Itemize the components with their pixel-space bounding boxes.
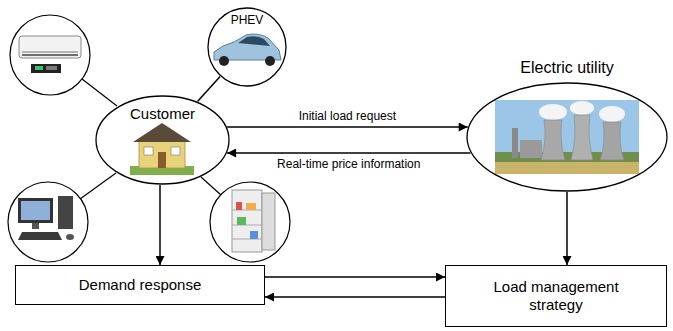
steam-plume [599,106,625,122]
car-window [238,36,270,46]
ac-unit [19,36,81,58]
house-picture [130,123,194,175]
car-wheel [265,56,275,66]
node-label: PHEV [207,13,287,27]
node-label: Load management strategy [481,278,631,314]
fridge-food [246,203,256,210]
connector-arrow [159,185,161,265]
utility-ellipse: Electric utility [466,58,668,192]
connector-arrow [198,77,221,102]
power-plant-picture [495,100,639,174]
connector-arrow [265,296,445,298]
ellipse-outline [467,83,667,191]
steam-plume [570,101,594,115]
house-window [171,147,180,155]
cooling-tower [571,115,593,160]
link-line [201,177,221,195]
customer-ellipse: Customer [95,95,230,185]
house-wall [139,140,185,168]
link-line [80,173,116,199]
ellipse-outline [466,58,668,192]
ac-display [46,66,57,70]
appliance-circle [10,15,90,95]
process-box: Load management strategy [445,265,667,327]
appliance-circle [210,182,290,262]
air-conditioner-icon [10,15,90,95]
node-label: Customer [95,105,230,123]
chimney [512,128,518,158]
connector-arrow [265,276,445,278]
phev-circle: PHEV [207,7,287,87]
computer-icon [8,182,88,262]
fridge-food [236,202,242,210]
house-window [144,147,153,155]
field [495,162,639,174]
node-label: Electric utility [466,58,668,77]
monitor-screen [21,201,50,220]
connector-arrow [227,152,470,154]
fridge-door [262,193,275,250]
edge-label: Real-time price information [274,157,423,171]
connector-arrow [566,192,568,265]
computer-tower [58,196,73,229]
process-box: Demand response [15,265,265,305]
car-picture [214,34,281,66]
ac-display [35,66,43,70]
keyboard [18,232,62,240]
cooling-tower [541,120,565,160]
edge-label: Initial load request [296,109,399,123]
fridge-food [237,217,246,225]
appliance-circle [8,182,88,262]
house-door [158,152,166,168]
ac-louver [22,52,78,53]
fridge-shelf [232,225,262,226]
ac-louver [22,54,78,56]
mouse [66,234,74,240]
ellipse-outline [96,96,229,184]
car-wheel [219,56,229,66]
fridge-body [232,190,262,252]
monitor [18,198,53,223]
plant-building [520,140,542,158]
house-roof [133,123,191,142]
ac-remote [31,64,61,73]
cooling-tower [600,122,624,160]
monitor-stand [32,223,39,229]
steam-plume [539,104,567,120]
link-line [82,79,117,106]
node-label: Demand response [79,276,202,294]
refrigerator-icon [210,182,290,262]
fridge-food [250,231,258,239]
connector-arrow [227,126,468,128]
ellipse-outline [208,8,286,86]
